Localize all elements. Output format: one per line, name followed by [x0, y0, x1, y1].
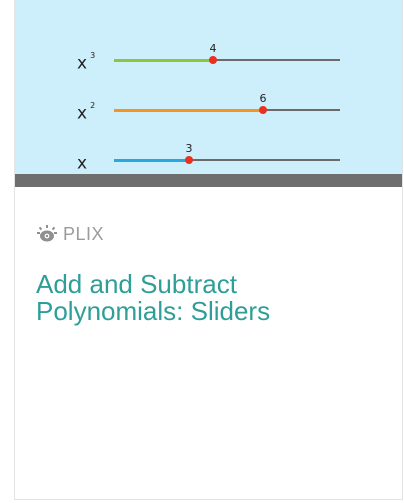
- brain-gear-icon: [37, 225, 57, 242]
- thumbnail-divider-bar: [15, 174, 402, 187]
- slider-value: 6: [259, 92, 267, 105]
- slider-track: 3: [114, 142, 340, 164]
- slider-track: 6: [114, 92, 340, 114]
- slider-knob[interactable]: [259, 106, 267, 114]
- slider-fill: [114, 108, 263, 112]
- title-line: Polynomials: Sliders: [36, 296, 271, 326]
- slider-value: 4: [209, 42, 217, 55]
- content-type: PLIX: [37, 222, 104, 246]
- slider-row-x: x 3: [15, 142, 402, 174]
- slider-track: 4: [114, 42, 340, 64]
- slider-label: x: [77, 153, 88, 174]
- slider-value: 3: [185, 142, 193, 155]
- slider-knob[interactable]: [209, 56, 217, 64]
- card-title-link[interactable]: Add and Subtract Polynomials: Sliders: [36, 271, 376, 325]
- title-line: Add and Subtract: [36, 269, 237, 299]
- content-type-label: PLIX: [63, 223, 105, 244]
- slider-fill: [114, 158, 189, 162]
- slider-knob[interactable]: [185, 156, 193, 164]
- slider-fill: [114, 58, 213, 62]
